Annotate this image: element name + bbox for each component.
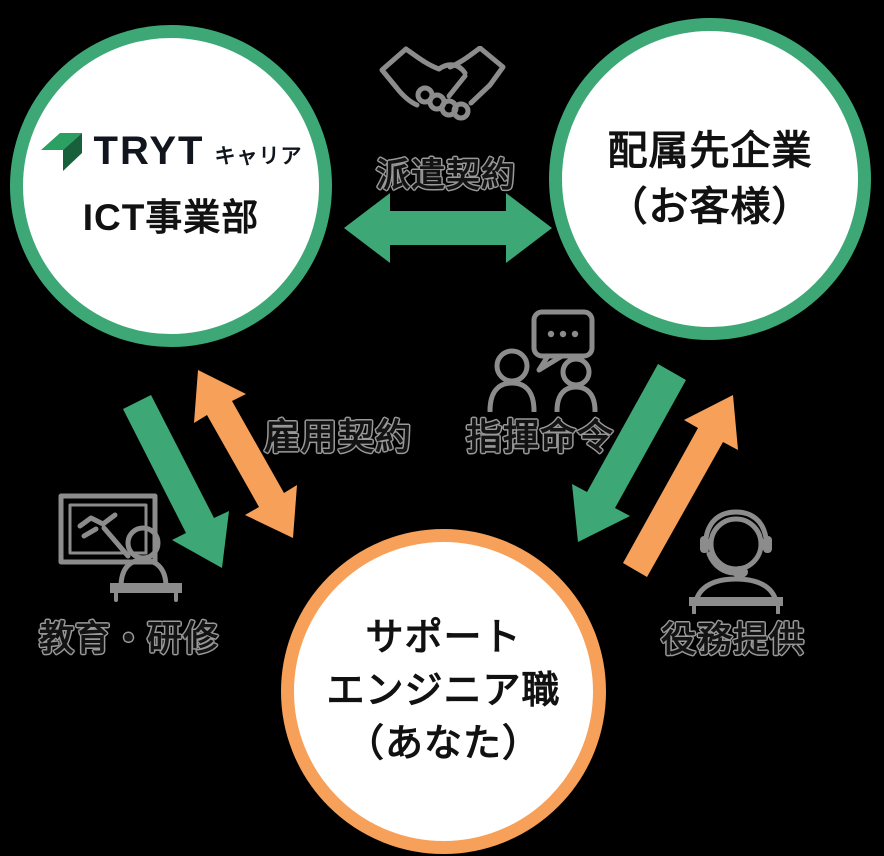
engineer-node: サポート エンジニア職 （あなた） [281,529,606,854]
tryt-logo-text: TRYT [93,129,205,173]
dispatch-arrow [344,193,552,263]
client-label-line2: （お客様） [607,185,813,229]
employment-contract-label: 雇用契約 [263,416,413,457]
handshake-icon [379,46,506,121]
client-company-node: 配属先企業 （お客様） [549,18,871,340]
tryt-logo-suffix: キャリア [214,144,303,168]
training-label: 教育・研修 [38,619,220,659]
dispatch-contract-label: 派遣契約 [376,156,516,195]
tryt-logo-icon [40,133,82,171]
service-label: 役務提供 [660,620,806,660]
client-label-line1: 配属先企業 [607,129,813,173]
tryt-company-node: TRYT キャリア ICT事業部 [10,25,332,347]
headset-agent-icon [689,509,783,614]
engineer-label-line2: エンジニア職 [326,670,561,712]
engineer-label-line1: サポート [365,617,522,659]
engineer-label-line3: （あなた） [345,723,541,765]
training-board-icon [58,493,182,602]
command-label: 指揮命令 [465,416,615,457]
tryt-logo: TRYT キャリア [40,131,303,171]
chat-people-icon [487,309,598,412]
tryt-division-label: ICT事業部 [82,197,260,238]
